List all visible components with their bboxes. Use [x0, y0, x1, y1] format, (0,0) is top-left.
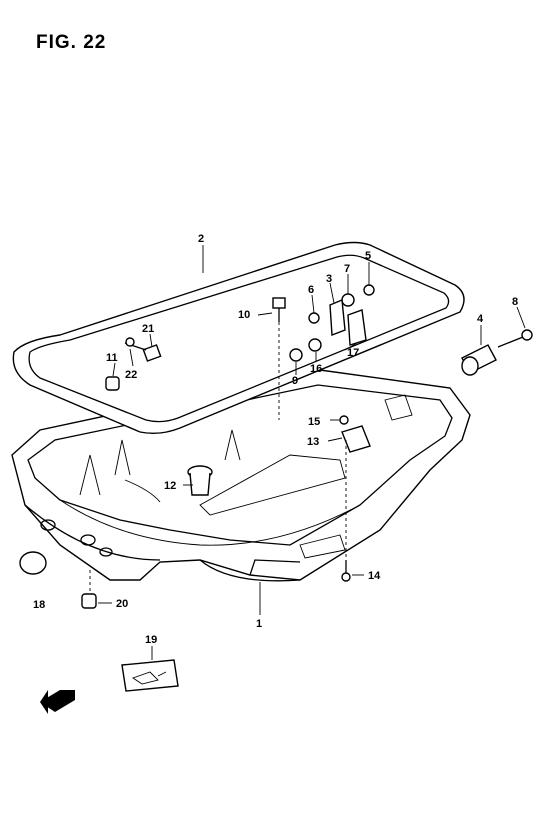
washer-16 [308, 338, 322, 352]
leader-lines [89, 245, 526, 660]
callout-7: 7 [344, 263, 350, 275]
washer-6 [308, 312, 320, 324]
callout-11: 11 [106, 352, 118, 364]
bolt-14 [341, 560, 351, 582]
callout-8: 8 [512, 296, 518, 308]
screw-10 [272, 297, 286, 322]
grommet-11 [105, 376, 120, 391]
callout-12: 12 [164, 480, 176, 492]
plug-12 [187, 465, 213, 496]
callout-3: 3 [326, 273, 332, 285]
arrow-icon [40, 690, 75, 714]
callout-10: 10 [238, 309, 250, 321]
callout-15: 15 [308, 416, 320, 428]
callout-22: 22 [125, 369, 137, 381]
grommet-20 [81, 593, 97, 609]
nut-7 [341, 293, 355, 307]
cap-18 [19, 551, 47, 575]
callout-13: 13 [307, 436, 319, 448]
seal [12, 241, 465, 435]
callout-6: 6 [308, 284, 314, 296]
callout-5: 5 [365, 250, 371, 262]
callout-4: 4 [477, 313, 484, 325]
callout-17: 17 [347, 347, 359, 359]
callouts: 2 5 7 3 6 8 4 10 21 11 22 9 16 17 15 13 … [33, 233, 518, 646]
nut-15 [339, 415, 349, 425]
callout-2: 2 [198, 233, 204, 245]
grommet [461, 344, 497, 376]
clip-13 [341, 425, 371, 453]
callout-20: 20 [116, 598, 128, 610]
bracket-17 [347, 309, 367, 346]
pin-21-22 [124, 337, 162, 362]
callout-18: 18 [33, 599, 45, 611]
nut-9 [289, 348, 303, 362]
bracket-3 [329, 298, 346, 336]
callout-9: 9 [292, 375, 298, 387]
callout-14: 14 [368, 570, 381, 582]
nut-5 [363, 284, 375, 296]
oil-can-icon [121, 659, 179, 692]
bolt-8 [497, 329, 533, 348]
callout-19: 19 [145, 634, 157, 646]
callout-16: 16 [310, 363, 322, 375]
callout-1: 1 [256, 618, 262, 630]
figure-title: FIG. 22 [36, 32, 107, 53]
callout-21: 21 [142, 323, 154, 335]
